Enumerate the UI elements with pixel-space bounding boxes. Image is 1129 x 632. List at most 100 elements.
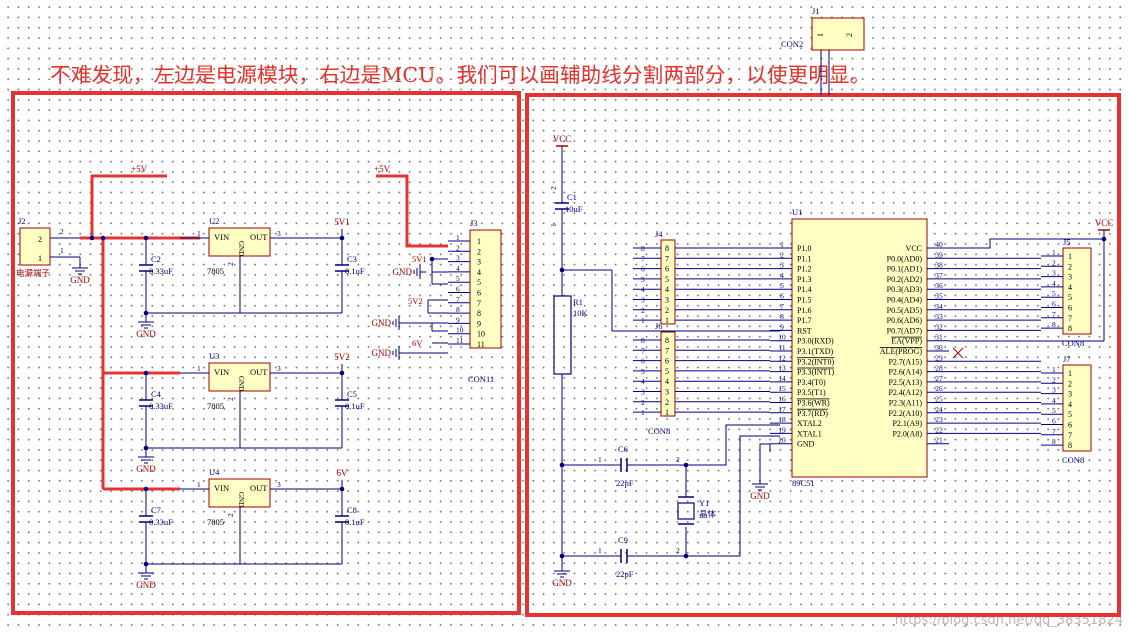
u1-pin-num: 32 (935, 322, 943, 331)
connector-j6 (660, 331, 676, 417)
j2-pin-num: 2 (60, 227, 64, 236)
u1-pin-label-18: XTAL2 (797, 419, 822, 428)
conn-name: CON8 (1062, 338, 1084, 348)
u1-pin-num: 4 (780, 271, 784, 280)
u1-ref: U1 (792, 207, 802, 217)
j3-net-5v2: 5V2 (408, 296, 423, 306)
reg-part: 7805 (207, 401, 224, 411)
u1-pin-num: 10 (778, 333, 786, 342)
j3-pin-num: 6 (456, 285, 460, 294)
u1-pin-num: 28 (935, 364, 943, 373)
reg-out-label: OUT (250, 232, 268, 242)
regulator-u2 (208, 227, 271, 257)
connector-j3 (469, 229, 502, 349)
cap-ref: C3 (347, 254, 357, 264)
u1-pin-num: 5 (780, 281, 784, 290)
j3-name: CON11 (468, 374, 494, 384)
conn-pin-label: 5 (1068, 410, 1072, 419)
reg-out-label: OUT (250, 483, 268, 493)
conn-pin-label: 7 (665, 346, 669, 355)
connector-j4 (660, 239, 676, 325)
u1-pin-num: 16 (778, 395, 786, 404)
conn-ref: J6 (655, 321, 663, 331)
conn-pin-label: 2 (1068, 262, 1072, 271)
u1-pin-label-20: GND (797, 440, 815, 449)
r1-ref: R1 (573, 297, 583, 307)
u1-pin-label-1: P1.0 (797, 244, 811, 253)
conn-pin-label: 6 (665, 265, 669, 274)
j3-ref: J3 (470, 218, 478, 228)
u1-pin-num: 13 (778, 364, 786, 373)
conn-pin-label: 2 (665, 398, 669, 407)
reg-pin1: 1 (197, 480, 201, 489)
j1-pin-2: 2 (845, 33, 854, 37)
u1-part: 89C51 (792, 478, 815, 488)
u1-pin-num: 2 (780, 250, 784, 259)
u1-pin-label-30: ALE(PROG) (880, 347, 923, 356)
junction-dot (143, 445, 149, 451)
mcu-u1 (791, 218, 928, 478)
conn-pin-num: 3 (1052, 386, 1056, 395)
conn-pin-label: 4 (665, 285, 669, 294)
conn-pin-label: 1 (1068, 369, 1072, 378)
reg-pin1: 1 (197, 229, 201, 238)
reg-part: 7805 (207, 266, 224, 276)
plus5v-label-b: +5V (374, 164, 391, 174)
conn-pin-label: 1 (665, 316, 669, 325)
u1-pin-label-29: P2.7(A15) (888, 357, 922, 366)
power-module-frame (11, 91, 521, 615)
cap-ref: C2 (151, 254, 161, 264)
u1-pin-num: 25 (935, 395, 943, 404)
u1-pin-num: 19 (778, 425, 786, 434)
conn-pin-label: 6 (1068, 421, 1072, 430)
u1-pin-num: 35 (935, 292, 943, 301)
cap-pin: 2 (676, 546, 680, 555)
u1-pin-num: 7 (780, 302, 784, 311)
gnd-label: GND (750, 491, 770, 501)
conn-pin-label: 5 (1068, 293, 1072, 302)
reg-gnd-label: GND (237, 376, 245, 391)
u1-pin-label-15: P3.5(T1) (797, 388, 826, 397)
conn-pin-num: 1 (1052, 248, 1056, 257)
u1-pin-label-2: P1.1 (797, 254, 811, 263)
j3-pin-num: 4 (456, 264, 460, 273)
conn-pin-num: 6 (1052, 300, 1056, 309)
junction-dot (339, 486, 345, 492)
junction-dot (143, 370, 149, 376)
u1-pin-num: 33 (935, 312, 943, 321)
j2-pin-1: 1 (38, 254, 42, 263)
wire-xtal2 (686, 424, 780, 466)
gnd-label: GND (393, 267, 413, 277)
j3-pin-label: 1 (477, 237, 481, 246)
c1-pin2: 2 (549, 186, 558, 190)
j2-pin-num: 1 (60, 246, 64, 255)
j3-pin-label: 2 (477, 247, 481, 256)
connector-j1 (811, 17, 865, 51)
u1-pin-num: 15 (778, 384, 786, 393)
power-port-label: VCC (553, 134, 572, 144)
gnd-label: GND (70, 275, 90, 285)
reg-pin1: 1 (197, 364, 201, 373)
reg-out-label: OUT (250, 367, 268, 377)
u1-pin-label-24: P2.2(A10) (888, 409, 922, 418)
reg-vin-label: VIN (214, 483, 229, 493)
u1-pin-label-14: P3.4(T0) (797, 378, 826, 387)
cap-value: 0.33uF (149, 266, 173, 276)
u1-pin-num: 23 (935, 415, 943, 424)
plus5v-label-a: +5V (131, 164, 148, 174)
y1-ref: Y1 (699, 498, 709, 508)
reg-ref: U4 (209, 467, 220, 477)
bus-5v-j3 (376, 174, 448, 248)
connector-j7 (1062, 364, 1092, 452)
u1-pin-num: 11 (778, 343, 785, 352)
wire-u1-gnd (759, 443, 770, 478)
junction-dot (143, 235, 149, 241)
u1-pin-num: 6 (780, 292, 784, 301)
no-connect (952, 347, 964, 359)
wire-xtal1 (686, 435, 780, 557)
u1-pin-label-31: EA(VPP) (891, 337, 922, 346)
j3-pin-label: 4 (477, 268, 481, 277)
j2-ref: J2 (18, 216, 26, 226)
reg-gnd-label: GND (237, 492, 245, 507)
